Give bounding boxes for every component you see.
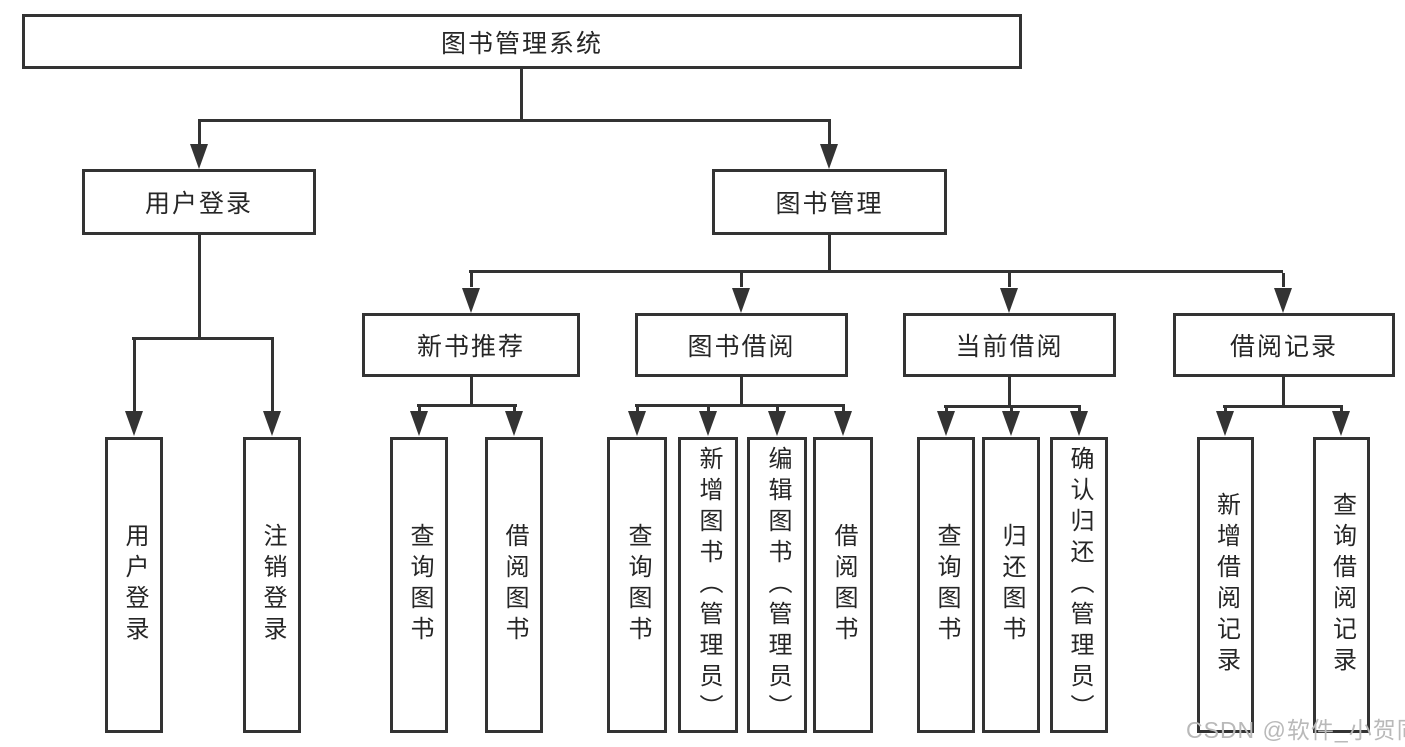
node-new-book-recommend: 新书推荐 — [362, 313, 580, 377]
edge-stem — [513, 407, 516, 412]
arrow-down-icon — [462, 288, 480, 313]
edge-stem — [418, 407, 421, 412]
leaf-edit-books-admin: 编辑图书（管理员） — [747, 437, 807, 733]
arrow-down-icon — [1332, 411, 1350, 436]
arrow-down-icon — [834, 411, 852, 436]
arrow-down-icon — [699, 411, 717, 436]
arrow-down-icon — [1000, 288, 1018, 313]
edge-stem — [842, 407, 845, 412]
leaf-borrow-books: 借阅图书 — [485, 437, 543, 733]
arrow-down-icon — [263, 411, 281, 436]
arrow-down-icon — [1216, 411, 1234, 436]
arrow-down-icon — [410, 411, 428, 436]
arrow-down-icon — [820, 144, 838, 169]
arrow-down-icon — [505, 411, 523, 436]
edge-stem — [945, 408, 948, 412]
leaf-add-borrow-record: 新增借阅记录 — [1197, 437, 1254, 733]
edge-stem — [707, 407, 710, 412]
arrow-down-icon — [732, 288, 750, 313]
node-book-borrowing: 图书借阅 — [635, 313, 848, 377]
edge-stem — [1282, 273, 1285, 287]
edge-hline — [944, 405, 1081, 408]
node-borrowing-records: 借阅记录 — [1173, 313, 1395, 377]
edge-stem — [636, 407, 639, 412]
edge-vline — [740, 377, 743, 407]
leaf-add-books-admin: 新增图书（管理员） — [678, 437, 738, 733]
edge-vline — [520, 69, 523, 119]
arrow-down-icon — [1070, 411, 1088, 436]
leaf-query-books: 查询图书 — [390, 437, 448, 733]
arrow-down-icon — [190, 144, 208, 169]
arrow-down-icon — [1002, 411, 1020, 436]
leaf-confirm-return-admin: 确认归还（管理员） — [1050, 437, 1108, 733]
edge-hline — [635, 404, 845, 407]
node-root: 图书管理系统 — [22, 14, 1022, 69]
edge-vline — [470, 377, 473, 407]
arrow-down-icon — [628, 411, 646, 436]
edge-vline — [1008, 377, 1011, 408]
arrow-down-icon — [768, 411, 786, 436]
arrow-down-icon — [1274, 288, 1292, 313]
arrow-down-icon — [125, 411, 143, 436]
edge-hline — [198, 119, 831, 122]
edge-stem — [1224, 408, 1227, 412]
edge-stem — [470, 273, 473, 287]
node-user-login: 用户登录 — [82, 169, 316, 235]
edge-hline — [132, 337, 274, 340]
leaf-query-borrow-record: 查询借阅记录 — [1313, 437, 1370, 733]
leaf-logout: 注销登录 — [243, 437, 301, 733]
leaf-borrow-books: 借阅图书 — [813, 437, 873, 733]
edge-vline — [198, 235, 201, 337]
edge-stem — [1078, 408, 1081, 412]
edge-stem — [198, 122, 201, 144]
edge-stem — [1010, 408, 1013, 412]
edge-stem — [1008, 273, 1011, 287]
edge-vline — [1282, 377, 1285, 408]
edge-stem — [828, 122, 831, 144]
edge-hline — [417, 404, 517, 407]
node-book-management: 图书管理 — [712, 169, 947, 235]
arrow-down-icon — [937, 411, 955, 436]
edge-vline — [828, 235, 831, 270]
watermark: CSDN @软件_小贺同学 — [1186, 717, 1405, 743]
edge-stem — [776, 407, 779, 412]
edge-stem — [133, 340, 136, 411]
node-current-borrowing: 当前借阅 — [903, 313, 1116, 377]
leaf-return-books: 归还图书 — [982, 437, 1040, 733]
edge-stem — [740, 273, 743, 287]
leaf-user-login: 用户登录 — [105, 437, 163, 733]
leaf-query-books: 查询图书 — [607, 437, 667, 733]
edge-hline — [1223, 405, 1343, 408]
edge-stem — [271, 340, 274, 411]
edge-stem — [1340, 408, 1343, 412]
edge-hline — [469, 270, 1283, 273]
leaf-query-books: 查询图书 — [917, 437, 975, 733]
